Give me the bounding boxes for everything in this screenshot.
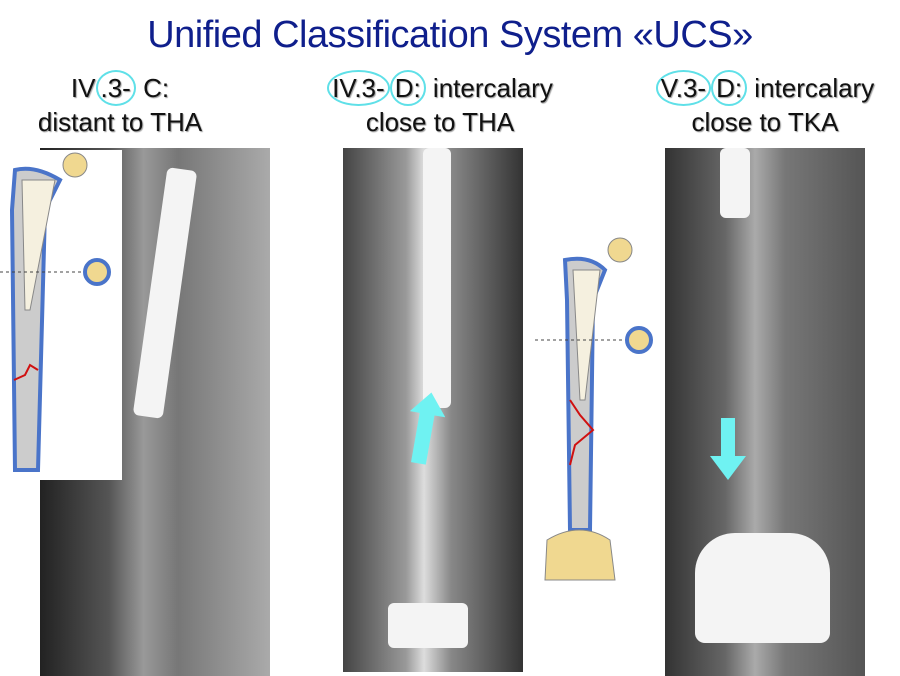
circled-code: .3- bbox=[95, 70, 136, 106]
code-suffix: C: bbox=[135, 73, 170, 103]
circled-code: IV.3- bbox=[327, 70, 390, 106]
caption-line2: distant to THA bbox=[37, 107, 203, 137]
circled-code: V.3- bbox=[655, 70, 712, 106]
caption-v3d: V.3-D: intercalary close to TKA bbox=[630, 70, 900, 138]
femur-diagram-2 bbox=[535, 230, 655, 590]
caption-line2: close to THA bbox=[365, 107, 515, 137]
circled-code-letter: D: bbox=[389, 70, 426, 106]
caption-line2: close to TKA bbox=[691, 107, 839, 137]
stem-implant bbox=[132, 167, 198, 419]
code-suffix: intercalary bbox=[747, 73, 875, 103]
stem-implant bbox=[720, 148, 750, 218]
circled-code-letter: D: bbox=[711, 70, 748, 106]
stem-implant bbox=[423, 148, 451, 408]
arrow-down-icon bbox=[710, 418, 746, 480]
knee-implant bbox=[388, 603, 468, 648]
code-prefix: IV bbox=[70, 73, 96, 103]
arrow-up-icon bbox=[409, 392, 445, 465]
knee-implant bbox=[695, 533, 830, 643]
xray-femur-tka bbox=[665, 148, 865, 676]
code-suffix: intercalary bbox=[425, 73, 553, 103]
femur-diagram-1 bbox=[0, 150, 122, 480]
caption-iv3d: IV.3-D: intercalary close to THA bbox=[300, 70, 580, 138]
caption-iv3c: IV.3- C: distant to THA bbox=[20, 70, 220, 138]
slide-title: Unified Classification System «UCS» bbox=[147, 14, 753, 56]
